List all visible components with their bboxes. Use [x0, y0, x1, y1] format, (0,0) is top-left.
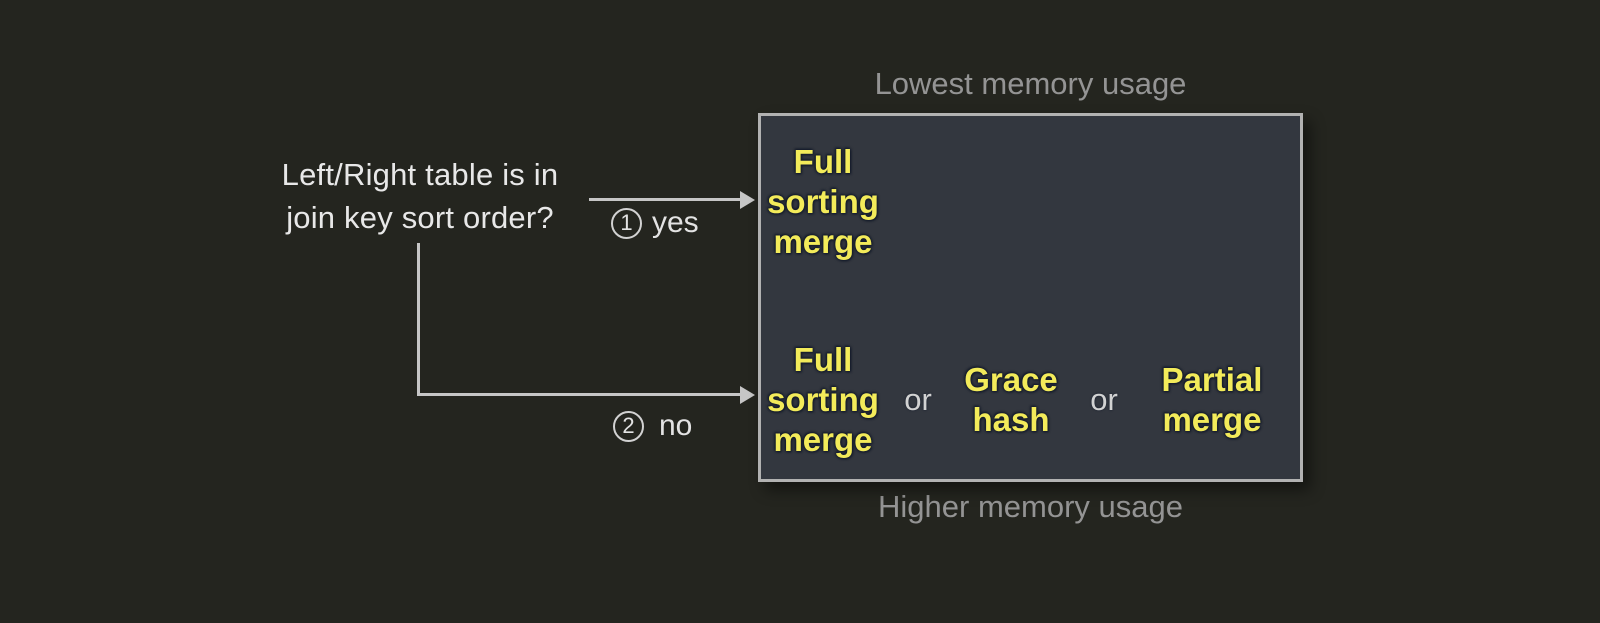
- no-branch-label: 2 no: [613, 409, 692, 443]
- no-connector-vertical-line: [417, 243, 420, 396]
- sorted-row: Full sorting merge: [761, 142, 885, 262]
- or-separator-1: or: [904, 382, 932, 417]
- yes-branch-label: 1 yes: [611, 206, 699, 240]
- no-arrow-line: [417, 393, 742, 396]
- no-label-text: no: [659, 409, 693, 442]
- algo-full-sorting-merge-unsorted: Full sorting merge: [767, 341, 879, 458]
- algo-grace-hash: Grace hash: [964, 361, 1058, 438]
- algorithm-box: Full sorting merge Full sorting merge or…: [758, 113, 1303, 482]
- unsorted-row: Full sorting merge or Grace hash or Part…: [761, 338, 1287, 462]
- yes-label-text: yes: [652, 206, 699, 239]
- circled-1-icon: 1: [611, 207, 642, 239]
- algo-partial-merge: Partial merge: [1161, 361, 1263, 438]
- no-arrowhead-icon: [740, 386, 755, 404]
- algo-full-sorting-merge-sorted: Full sorting merge: [767, 143, 879, 260]
- higher-memory-label: Higher memory usage: [878, 489, 1183, 524]
- yes-arrowhead-icon: [740, 191, 755, 209]
- question-text: Left/Right table is in join key sort ord…: [225, 153, 615, 239]
- lowest-memory-label: Lowest memory usage: [874, 66, 1187, 101]
- or-separator-2: or: [1090, 382, 1118, 417]
- question-line-2: join key sort order?: [286, 200, 554, 235]
- question-line-1: Left/Right table is in: [281, 157, 559, 192]
- yes-arrow-line: [589, 198, 742, 201]
- circled-2-icon: 2: [613, 410, 644, 442]
